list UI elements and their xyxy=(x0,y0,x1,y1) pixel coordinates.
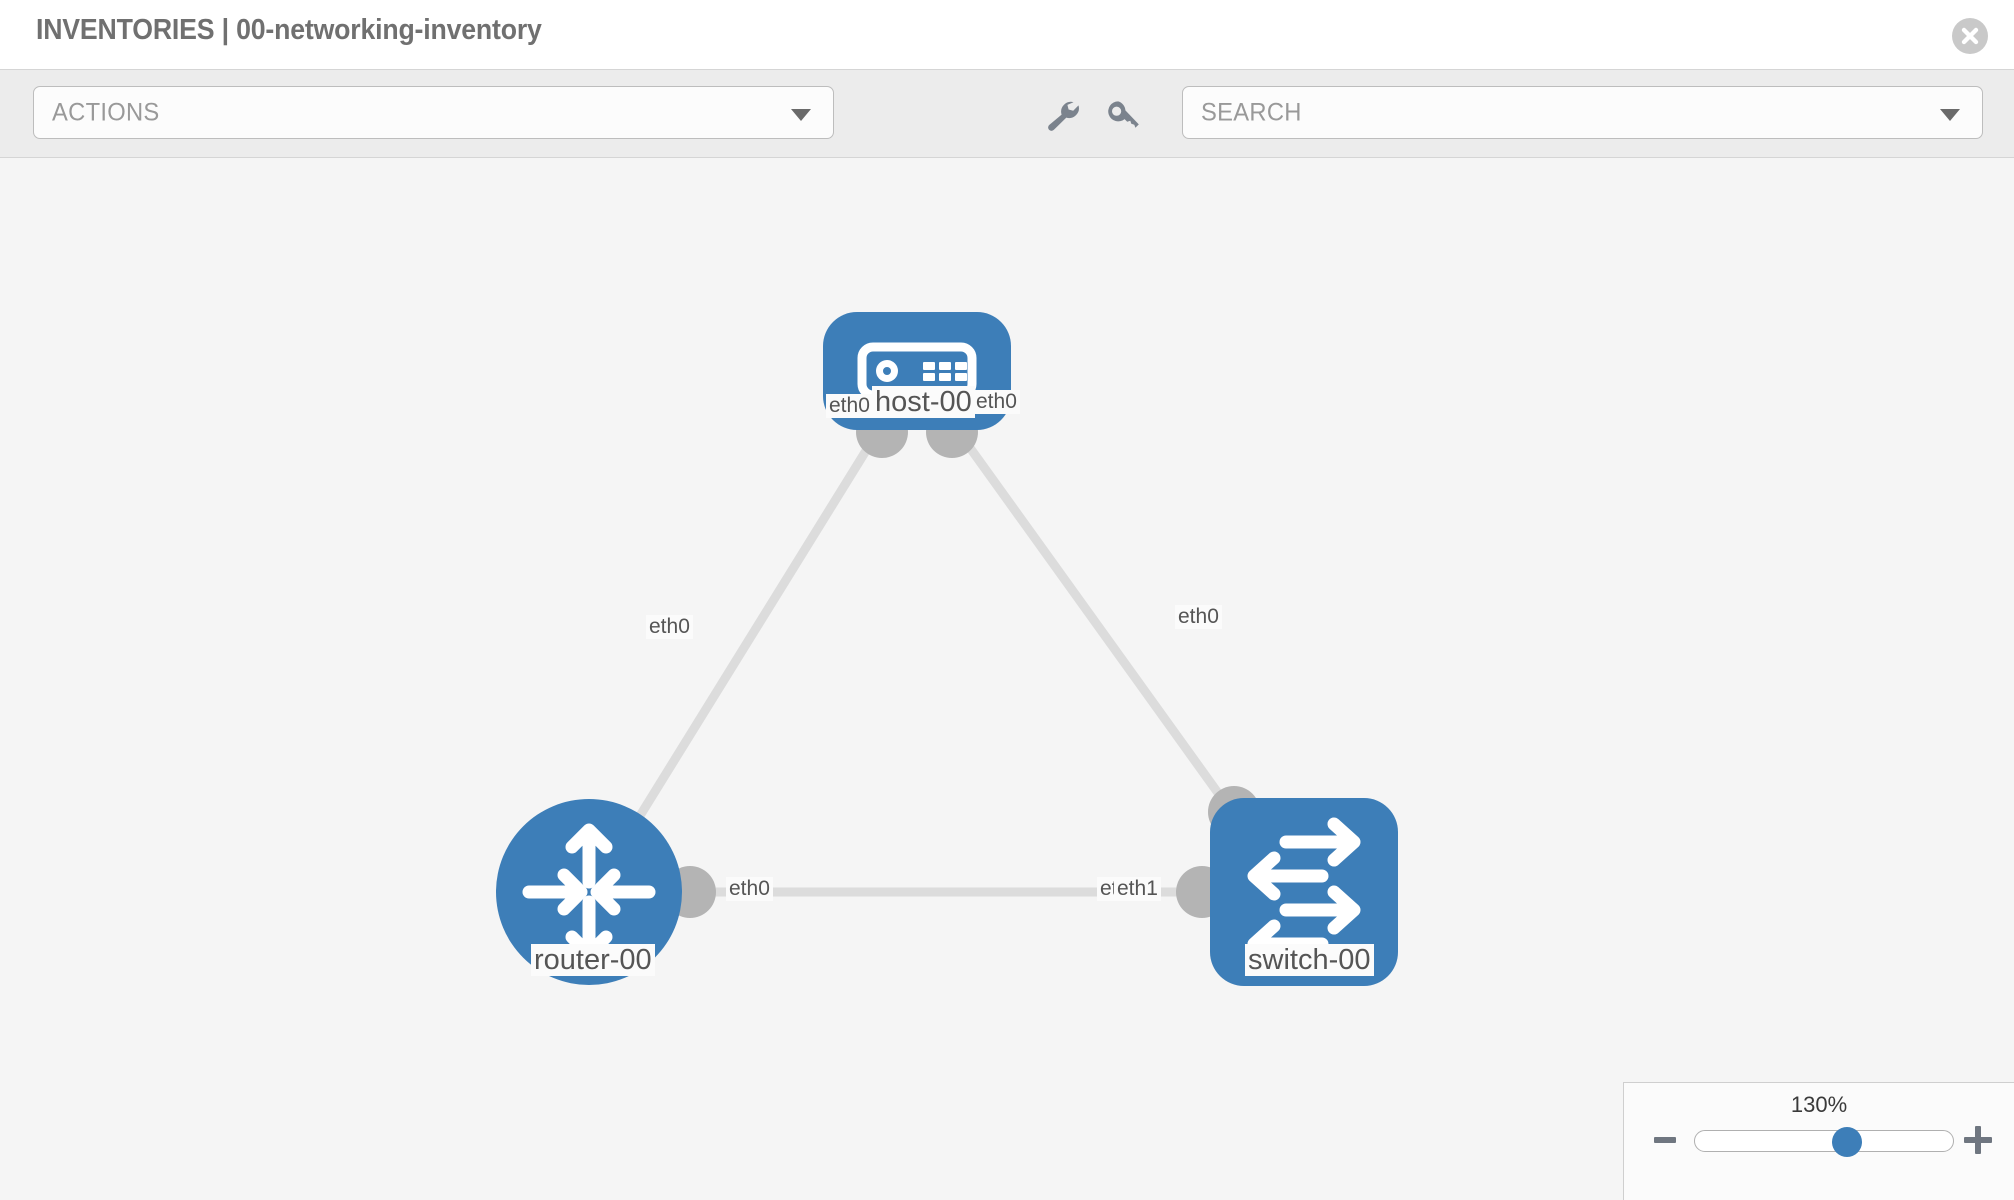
actions-dropdown-label: ACTIONS xyxy=(52,98,160,126)
zoom-level-label: 130% xyxy=(1790,1092,1848,1117)
key-icon[interactable] xyxy=(1104,98,1144,134)
zoom-slider-track[interactable] xyxy=(1694,1130,1954,1152)
actions-dropdown[interactable]: ACTIONS xyxy=(33,86,834,139)
node-host-00[interactable] xyxy=(823,312,1011,430)
app-header: INVENTORIES | 00-networking-inventory xyxy=(0,0,2014,69)
toolbar: ACTIONS SEARCH xyxy=(0,69,2014,158)
close-icon[interactable] xyxy=(1952,18,1988,54)
node-router-00[interactable] xyxy=(496,799,682,985)
zoom-slider-thumb[interactable] xyxy=(1832,1127,1863,1157)
zoom-slider[interactable] xyxy=(1694,1127,1954,1157)
zoom-control: 130% xyxy=(1623,1082,2014,1200)
node-switch-00[interactable] xyxy=(1210,798,1398,986)
page-title: INVENTORIES | 00-networking-inventory xyxy=(36,14,542,46)
chevron-down-icon xyxy=(1940,108,1960,121)
search-input[interactable]: SEARCH xyxy=(1201,98,1302,126)
wrench-icon[interactable] xyxy=(1043,98,1083,134)
router-arrows-icon xyxy=(522,823,656,961)
search-dropdown[interactable]: SEARCH xyxy=(1182,86,1983,139)
switch-arrows-icon xyxy=(1247,817,1361,969)
topology-graph[interactable] xyxy=(0,158,2014,1200)
link-host-router xyxy=(616,417,889,851)
topology-canvas[interactable]: host-00 router-00 switch-00 eth0 eth0 et… xyxy=(0,158,2014,1200)
zoom-in-button[interactable] xyxy=(1964,1126,1992,1154)
zoom-out-button[interactable] xyxy=(1654,1137,1676,1143)
link-host-switch xyxy=(946,417,1240,821)
chevron-down-icon xyxy=(791,108,811,121)
